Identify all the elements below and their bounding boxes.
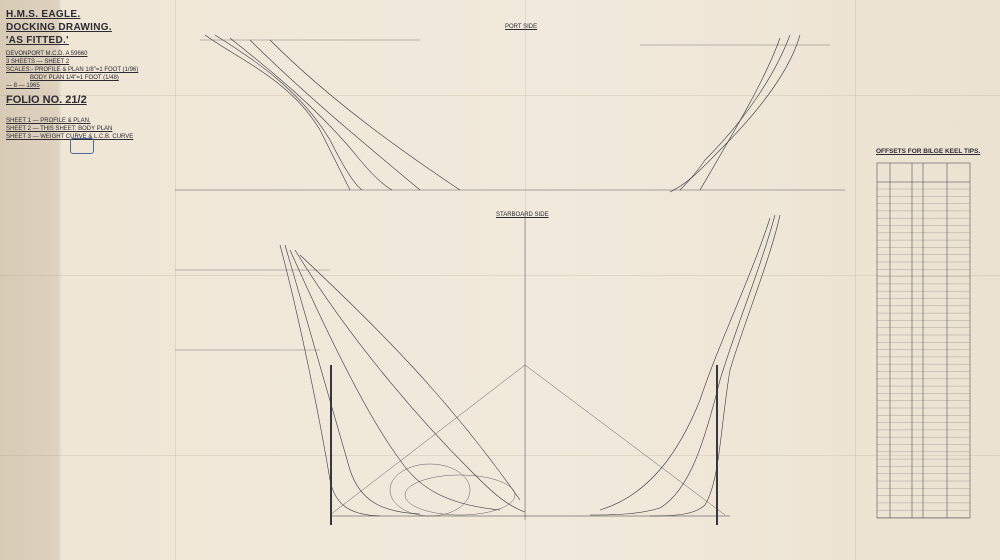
- offsets-table-rows: [877, 188, 970, 518]
- folio-number: FOLIO NO. 21/2: [6, 94, 87, 106]
- sheet-list-item: SHEET 1 — PROFILE & PLAN.: [6, 118, 91, 124]
- fold-line: [175, 0, 176, 560]
- scale-body: BODY PLAN 1/4"=1 FOOT (1/48): [30, 75, 119, 81]
- fold-line: [0, 455, 1000, 456]
- sheet-count: 3 SHEETS — SHEET 2: [6, 59, 70, 65]
- title-block: H.M.S. EAGLE. DOCKING DRAWING. 'AS FITTE…: [6, 8, 138, 141]
- fold-line: [0, 275, 1000, 276]
- drawing-ref: DEVONPORT M.C.D. A 59660: [6, 51, 88, 57]
- port-side-label: PORT SIDE: [505, 24, 538, 30]
- fold-line: [855, 0, 856, 560]
- scale-profile: SCALES:- PROFILE & PLAN 1/8"=1 FOOT (1/9…: [6, 67, 139, 73]
- offsets-table-title: OFFSETS FOR BILGE KEEL TIPS.: [876, 148, 981, 155]
- sheet-list-item: SHEET 2 — THIS SHEET: BODY PLAN: [6, 126, 113, 132]
- drawing-status: 'AS FITTED.': [6, 35, 69, 46]
- fold-line: [0, 95, 1000, 96]
- ink-stamp: [70, 138, 94, 154]
- drawing-title: DOCKING DRAWING.: [6, 22, 112, 33]
- offsets-table: [876, 162, 971, 519]
- port-side-view: [175, 34, 845, 193]
- starboard-side-label: STARBOARD SIDE: [496, 212, 549, 218]
- fold-line: [525, 0, 526, 560]
- sheet-list-item: SHEET 3 — WEIGHT CURVE & L.C.B. CURVE: [6, 134, 134, 140]
- starboard-side-view: [175, 214, 781, 525]
- ship-name: H.M.S. EAGLE.: [6, 9, 81, 20]
- drawing-date: — 8 — 1965: [6, 83, 40, 89]
